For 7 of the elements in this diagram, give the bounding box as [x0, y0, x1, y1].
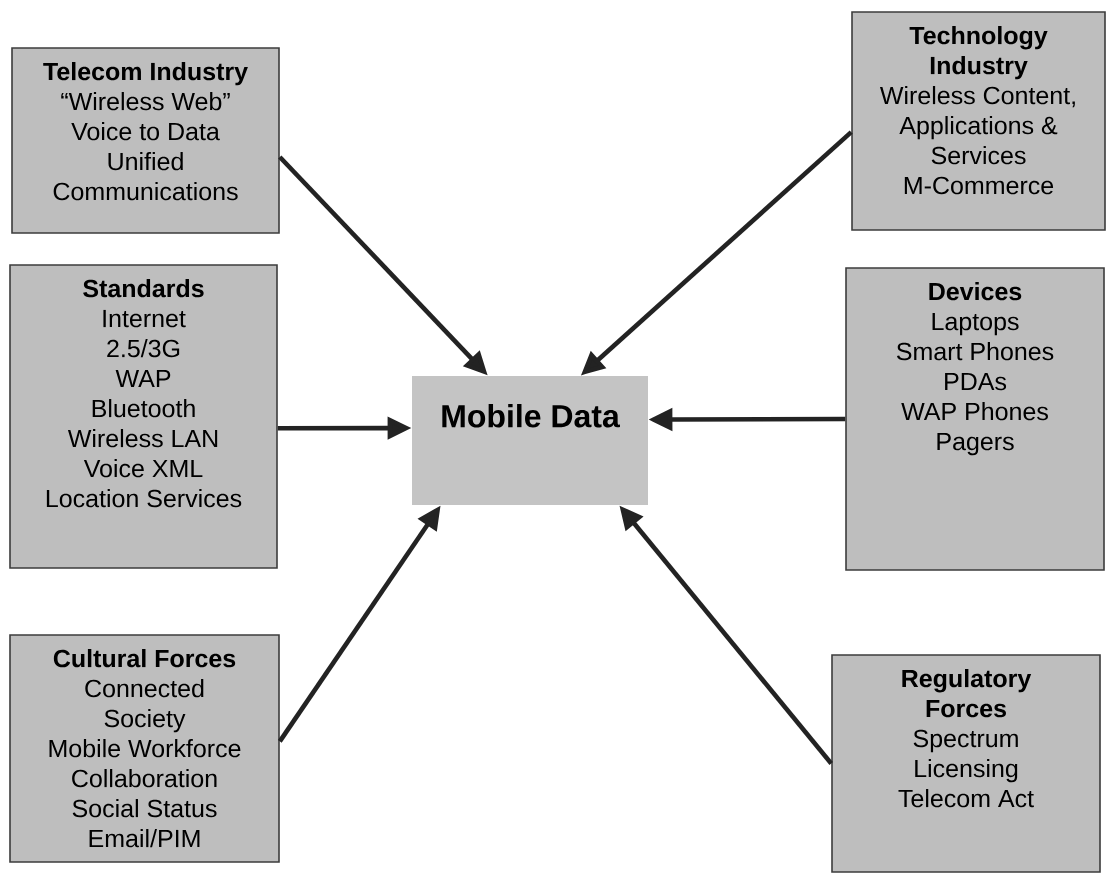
target-box: Mobile Data	[412, 376, 648, 505]
category-box: Standards Internet 2.5/3G WAP Bluetooth Wireless LAN Voice XML Location Services	[9, 264, 278, 569]
category-box: Regulatory Forces Spectrum Licensing Telecom Act	[831, 654, 1101, 873]
category-box: Cultural Forces Connected Society Mobile Workforce Collaboration Social Status Email/PIM	[9, 634, 280, 863]
category-box: Telecom Industry “Wireless Web” Voice to Data Unified Communications	[11, 47, 280, 234]
category-box: Technology Industry Wireless Content, Applications & Services M-Commerce	[851, 11, 1106, 231]
category-box: Devices Laptops Smart Phones PDAs WAP Phones Pagers	[845, 267, 1105, 571]
